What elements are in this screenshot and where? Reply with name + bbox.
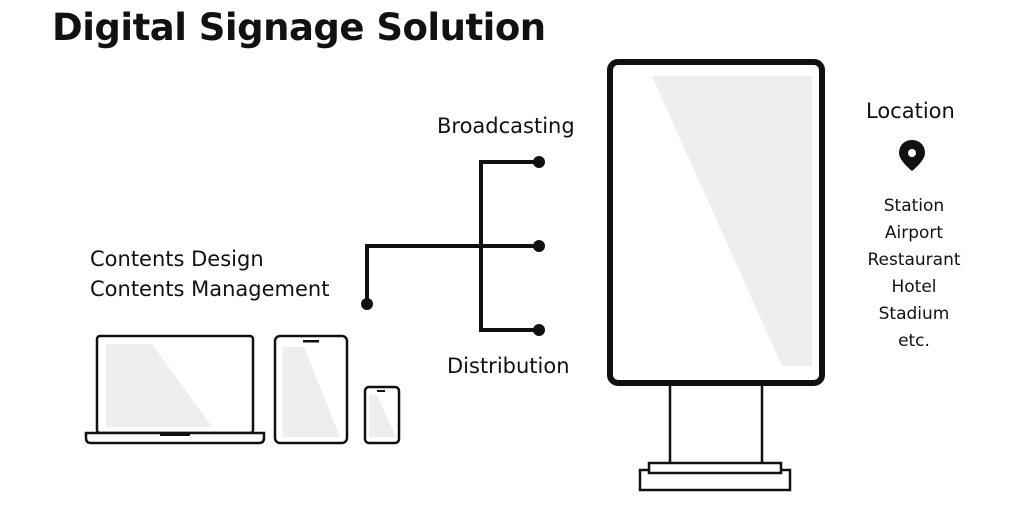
smartphone-icon (363, 385, 401, 445)
laptop-icon (84, 334, 266, 445)
location-item: etc. (898, 331, 930, 351)
location-item: Restaurant (867, 250, 961, 270)
contents-design-label: Contents Design (90, 247, 264, 271)
tablet-icon (273, 334, 349, 445)
distribution-label: Distribution (447, 354, 570, 378)
map-pin-icon (899, 140, 925, 171)
distribution-dot (533, 324, 545, 336)
contents-management-label: Contents Management (90, 277, 330, 301)
location-item: Airport (884, 223, 944, 243)
location-item: Stadium (878, 304, 950, 324)
page-title: Digital Signage Solution (52, 6, 546, 49)
location-item: Hotel (891, 277, 937, 297)
connector-lines (365, 160, 539, 332)
connector-dots (361, 156, 545, 336)
middle-dot (533, 240, 545, 252)
signage-kiosk (607, 59, 825, 492)
contents-label-group: Contents Design Contents Management (90, 244, 329, 304)
location-item: Station (883, 196, 945, 216)
broadcasting-label: Broadcasting (437, 114, 575, 138)
source-dot (361, 298, 373, 310)
location-title: Location (866, 99, 955, 123)
broadcasting-dot (533, 156, 545, 168)
location-list: Station Airport Restaurant Hotel Stadium… (854, 193, 974, 355)
